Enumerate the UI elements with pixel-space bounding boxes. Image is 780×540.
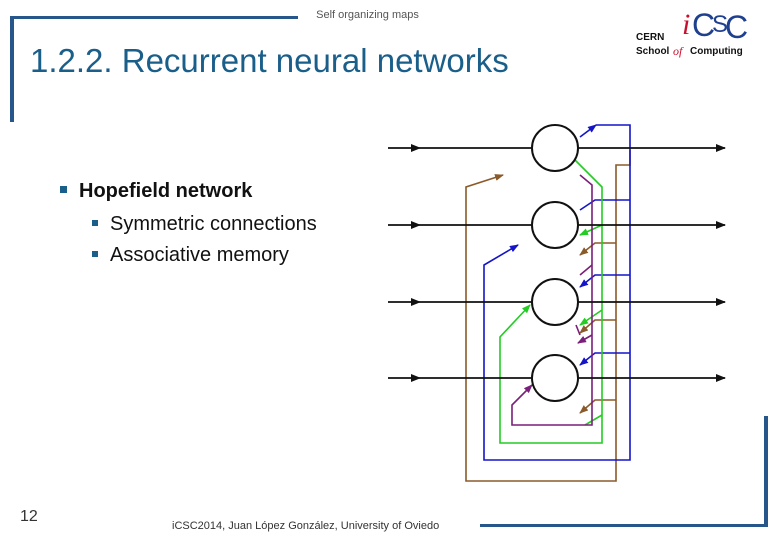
bullet-square-icon (92, 250, 98, 257)
bullet-square-icon (60, 186, 67, 194)
bullet-text: Symmetric connections (110, 213, 317, 235)
logo-brand-glyphs: i C S C (682, 7, 748, 45)
neuron-node (531, 278, 579, 326)
svg-text:C: C (725, 9, 748, 45)
header-label: Self organizing maps (316, 9, 419, 21)
left-accent-bar (10, 16, 14, 122)
bullet-item: Hopefield network (60, 180, 252, 203)
icsc-logo: i C S C CERN School of Computing (632, 4, 778, 64)
header-rule (12, 16, 298, 19)
hopfield-network-diagram (388, 124, 726, 482)
footer-credit: iCSC2014, Juan López González, Universit… (172, 520, 440, 532)
logo-school: School (636, 46, 670, 57)
svg-text:i: i (682, 8, 690, 41)
io-lines (388, 144, 726, 382)
icsc-logo-mark: i C S C (682, 7, 748, 45)
logo-cern: CERN (636, 32, 665, 43)
page-title: 1.2.2. Recurrent neural networks (30, 42, 509, 80)
green-feedback-wire (499, 159, 603, 444)
bullet-item: Symmetric connections (92, 213, 317, 236)
title-text: Recurrent neural networks (121, 42, 509, 79)
bullet-text: Hopefield network (79, 180, 253, 202)
purple-feedback-wire (511, 174, 593, 426)
page-number: 12 (20, 508, 38, 525)
logo-computing: Computing (690, 46, 743, 57)
neuron-node (531, 201, 579, 249)
title-number: 1.2.2. (30, 42, 113, 79)
neurons (531, 124, 579, 402)
right-accent-bar (764, 416, 768, 526)
footer-rule (480, 524, 768, 527)
svg-text:S: S (712, 11, 728, 38)
blue-feedback-wire (483, 124, 631, 461)
bullet-item: Associative memory (92, 244, 289, 267)
logo-of: of (673, 44, 683, 58)
neuron-node (531, 124, 579, 172)
bullet-text: Associative memory (110, 244, 289, 266)
svg-text:C: C (692, 7, 715, 43)
neuron-node (531, 354, 579, 402)
bullet-square-icon (92, 219, 98, 226)
